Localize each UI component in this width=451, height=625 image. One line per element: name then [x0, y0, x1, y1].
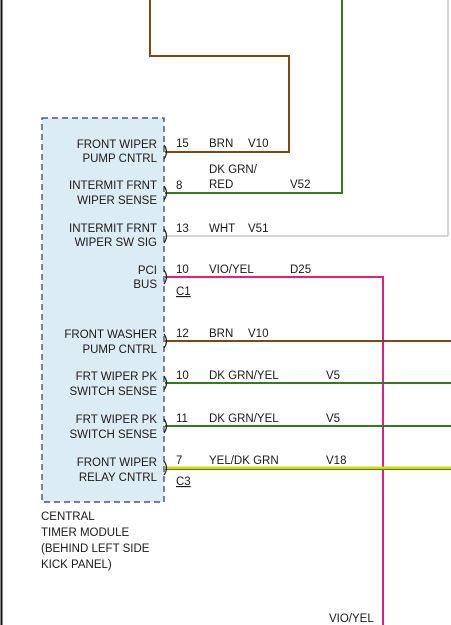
pin-number: 12	[176, 328, 189, 340]
pin-label-line: INTERMIT FRNT	[69, 180, 157, 192]
pin-number: 13	[176, 223, 189, 235]
cavity-mark	[163, 460, 168, 476]
bottom-wire-label: VIO/YEL	[329, 613, 374, 625]
pin-label-line: RELAY CNTRL	[79, 472, 158, 484]
pin-numbers: 15 8 13 10 12 10 11 7	[176, 138, 189, 467]
pin-label-line: BUS	[133, 279, 157, 291]
wire-color-label: BRN	[209, 328, 233, 340]
wire-color-label-line: DK GRN/	[209, 164, 258, 176]
circuit-code: D25	[290, 264, 311, 276]
module-name-line: (BEHIND LEFT SIDE	[41, 543, 150, 555]
connector-ids: C1 C3	[176, 286, 191, 488]
wire-color-label-multiline: DK GRN/RED	[209, 164, 258, 191]
wire-color-label: DK GRN/YEL	[209, 370, 279, 382]
circuit-codes: V10 V52 V51 D25 V10 V5 V5 V18	[248, 138, 346, 467]
pin-cavity-marks	[163, 144, 168, 476]
module-name: CENTRAL TIMER MODULE (BEHIND LEFT SIDE K…	[41, 511, 150, 571]
pin-label-line: FRONT WIPER	[77, 139, 157, 151]
pin-label-line: WIPER SENSE	[77, 195, 157, 207]
pin-label-line: SWITCH SENSE	[69, 429, 157, 441]
cavity-mark	[163, 269, 168, 285]
module-name-line: TIMER MODULE	[41, 527, 130, 539]
pin-number: 11	[176, 413, 188, 425]
pin-number: 15	[176, 138, 189, 150]
pin-function-labels: FRONT WIPER PUMP CNTRL INTERMIT FRNT WIP…	[64, 139, 157, 484]
pin-number: 7	[176, 455, 182, 467]
circuit-code: V52	[290, 179, 310, 191]
wire-color-label: WHT	[209, 223, 235, 235]
cavity-mark	[163, 144, 168, 160]
wire-color-label: BRN	[209, 138, 233, 150]
wires	[149, 0, 451, 625]
cavity-mark	[163, 228, 168, 244]
circuit-code: V51	[248, 223, 268, 235]
pin-label-line: INTERMIT FRNT	[69, 223, 157, 235]
pin-label-line: SWITCH SENSE	[69, 386, 157, 398]
module-name-line: KICK PANEL)	[41, 559, 112, 571]
pin-number: 10	[176, 264, 189, 276]
cavity-mark	[163, 333, 168, 349]
wire-color-labels: BRN DK GRN/RED WHT VIO/YEL BRN DK GRN/YE…	[209, 138, 279, 467]
cavity-mark	[163, 418, 168, 434]
circuit-code: V10	[248, 138, 268, 150]
circuit-code: V5	[326, 413, 340, 425]
connector-id-c1: C1	[176, 286, 191, 298]
circuit-code: V5	[326, 370, 340, 382]
pin-number: 10	[176, 370, 189, 382]
pin-label-line: WIPER SW SIG	[75, 237, 157, 249]
cavity-mark	[163, 185, 168, 201]
pin-label-line: FRONT WIPER	[77, 457, 157, 469]
wire-color-label: DK GRN/YEL	[209, 413, 279, 425]
pin-label-line: FRT WIPER PK	[76, 371, 158, 383]
pin-label-line: PUMP CNTRL	[82, 153, 157, 165]
pin-label-line: FRONT WASHER	[64, 329, 157, 341]
wire-color-label: YEL/DK GRN	[209, 455, 279, 467]
circuit-code: V10	[248, 328, 268, 340]
pin-label-line: FRT WIPER PK	[76, 414, 158, 426]
central-timer-module-box	[41, 117, 165, 503]
pin-label-line: PUMP CNTRL	[82, 344, 157, 356]
wire-dkgrn-red-v52-pin8	[165, 0, 343, 194]
connector-id-c3: C3	[176, 476, 191, 488]
module-name-line: CENTRAL	[41, 511, 95, 523]
circuit-code: V18	[326, 455, 346, 467]
wire-vio-yel-d25-pin10	[165, 276, 384, 625]
cavity-mark	[163, 375, 168, 391]
pin-label-line: PCI	[138, 265, 157, 277]
wire-color-label: VIO/YEL	[209, 264, 254, 276]
wire-brn-v10-pin15	[149, 0, 290, 153]
pin-number: 8	[176, 180, 182, 192]
wire-color-label-line: RED	[209, 179, 233, 191]
